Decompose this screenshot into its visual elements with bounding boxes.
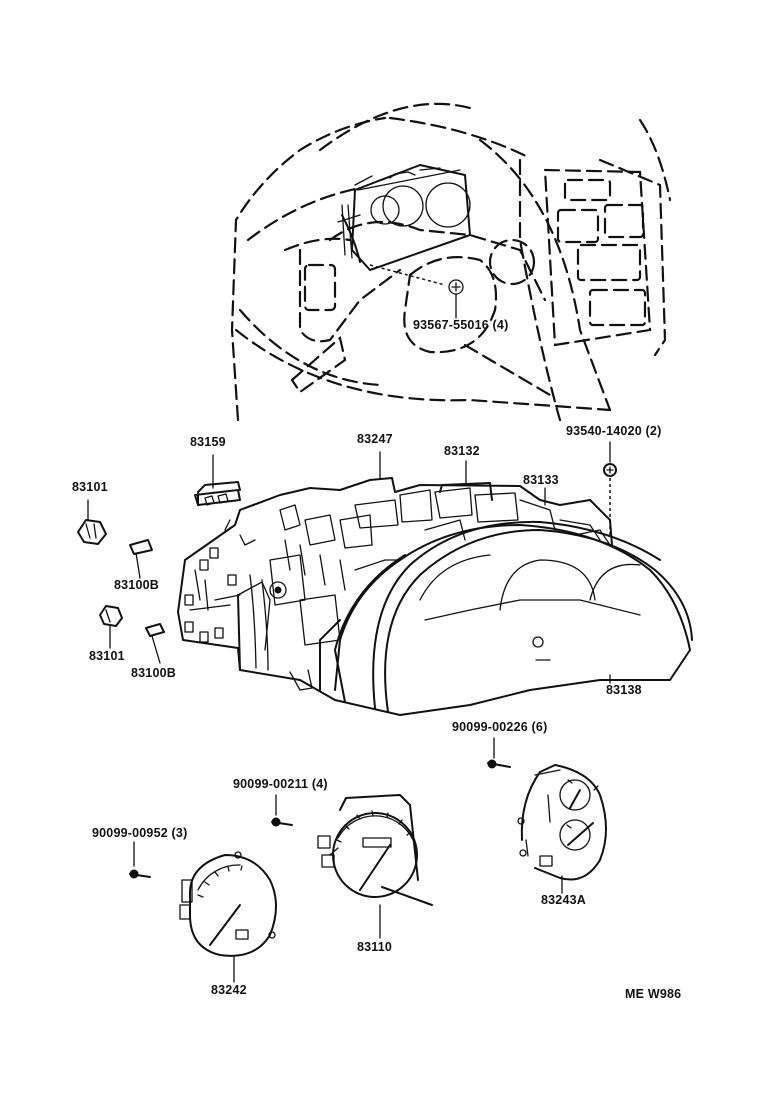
part-label-83100b-bottom: 83100B bbox=[131, 666, 176, 680]
screws bbox=[129, 759, 511, 879]
part-label-83247: 83247 bbox=[357, 432, 393, 446]
part-label-90099-00952: 90099-00952 (3) bbox=[92, 826, 188, 840]
dashboard-overview bbox=[230, 102, 672, 422]
part-label-90099-00226: 90099-00226 (6) bbox=[452, 720, 548, 734]
leader-lines bbox=[87, 441, 611, 983]
part-label-83159: 83159 bbox=[190, 435, 226, 449]
part-label-83110: 83110 bbox=[357, 940, 393, 954]
gauge-83110 bbox=[317, 794, 433, 906]
drawing-code: ME W986 bbox=[625, 987, 682, 1001]
gauge-83242 bbox=[179, 851, 277, 957]
cluster-assembly bbox=[77, 463, 693, 716]
part-label-83138: 83138 bbox=[606, 683, 642, 697]
part-label-83133: 83133 bbox=[523, 473, 559, 487]
part-label-83132: 83132 bbox=[444, 444, 480, 458]
part-label-83243a: 83243A bbox=[541, 893, 586, 907]
gauge-83243a bbox=[517, 764, 607, 881]
part-label-90099-00211: 90099-00211 (4) bbox=[233, 777, 328, 791]
part-label-83242: 83242 bbox=[211, 983, 247, 997]
part-label-83101-bottom: 83101 bbox=[89, 649, 125, 663]
part-label-93567: 93567-55016 (4) bbox=[413, 318, 509, 332]
part-label-83100b-top: 83100B bbox=[114, 578, 159, 592]
part-label-93540: 93540-14020 (2) bbox=[566, 424, 662, 438]
part-label-83101-top: 83101 bbox=[72, 480, 108, 494]
